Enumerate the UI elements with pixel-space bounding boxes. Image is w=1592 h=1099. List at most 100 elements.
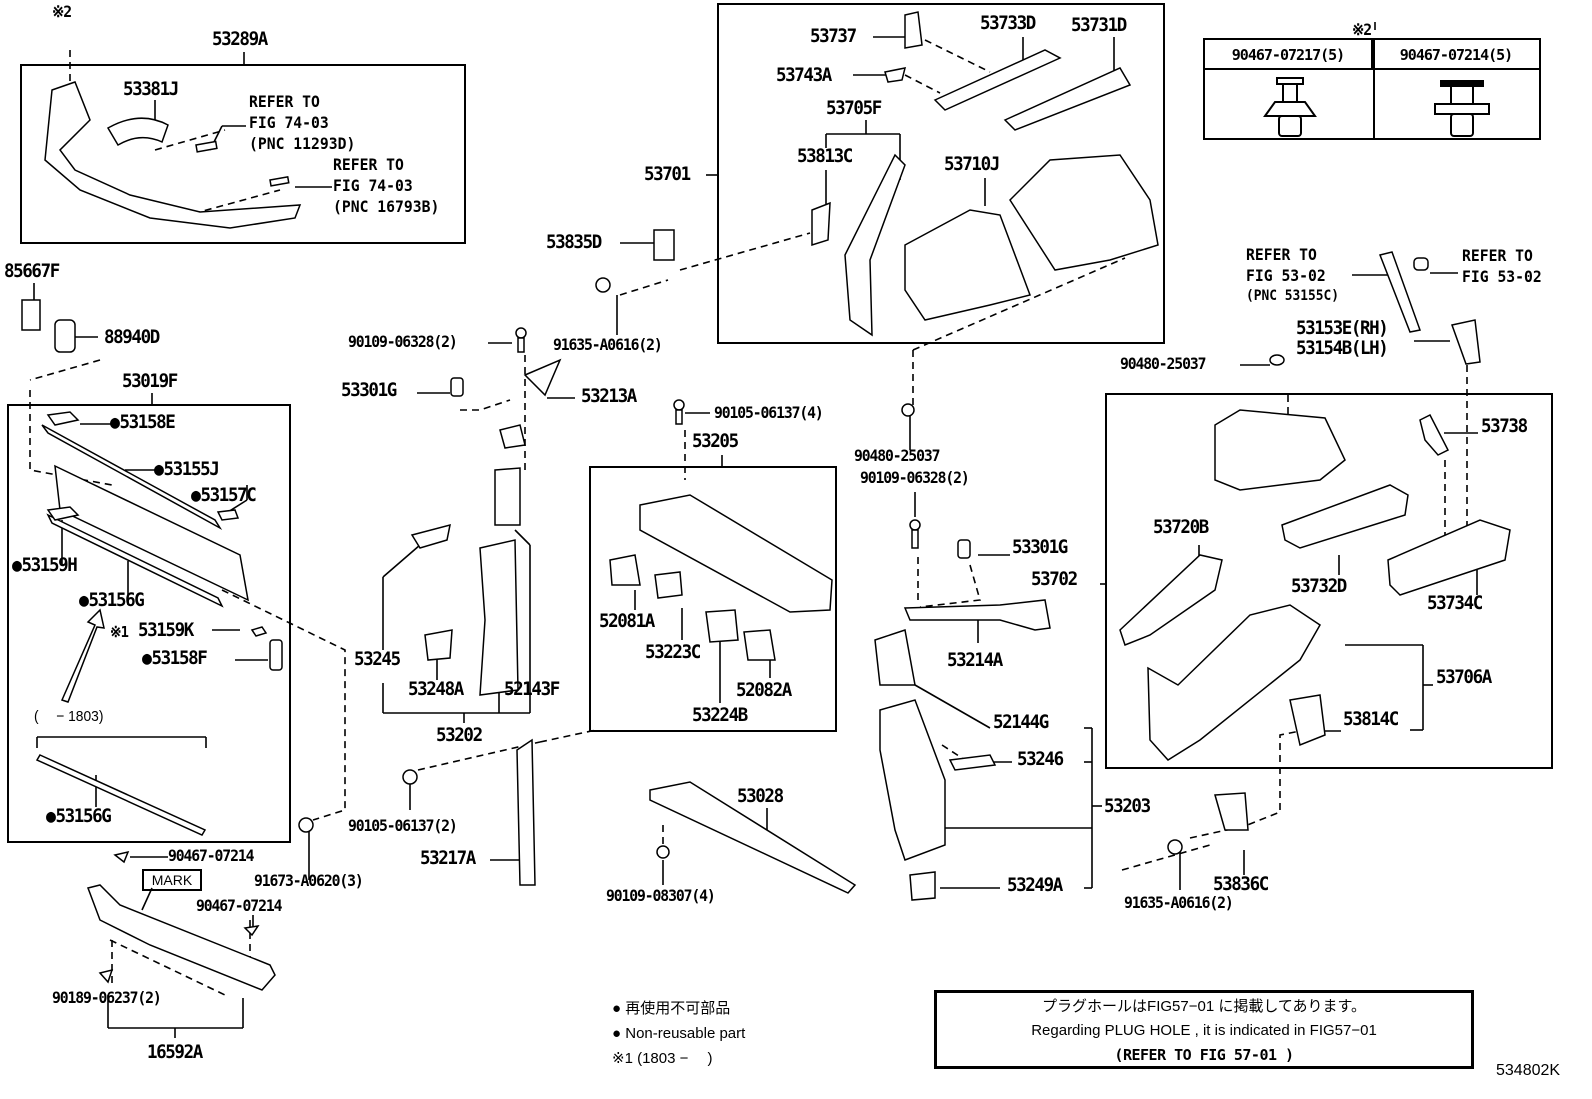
part-label-53737[interactable]: 53737 [810,25,857,47]
part-label-53814C[interactable]: 53814C [1343,708,1399,730]
part-label-53028[interactable]: 53028 [737,785,784,807]
part-label-53156G-early[interactable]: 53156G [46,807,112,826]
refer-line: FIG 53-02 [1246,266,1326,285]
refer-fig-74-03-pnc-11293D[interactable]: REFER TO FIG 74-03 (PNC 11293D) [249,91,355,154]
part-label-53702[interactable]: 53702 [1031,568,1078,590]
refer-fig-74-03-pnc-16793B[interactable]: REFER TO FIG 74-03 (PNC 16793B) [333,154,439,217]
part-label-53381J[interactable]: 53381J [123,78,179,100]
part-label-52144G[interactable]: 52144G [993,711,1049,733]
part-label-53214A[interactable]: 53214A [947,649,1003,671]
part-label-53246[interactable]: 53246 [1017,748,1064,770]
part-label-91673-A0620[interactable]: 91673-A0620(3) [254,871,364,890]
part-label-53836C[interactable]: 53836C [1213,873,1269,895]
part-label-53710J[interactable]: 53710J [944,153,1000,175]
part-label-53733D[interactable]: 53733D [980,12,1036,34]
filled-circle-icon: ● [612,1025,622,1042]
part-label-52082A[interactable]: 52082A [736,679,792,701]
clip-column-header[interactable]: 90467-07214(5) [1373,40,1539,70]
part-label-53159H[interactable]: 53159H [12,556,78,575]
refer-fig-53-02-pnc-53155C[interactable]: REFER TO FIG 53-02 (PNC 53155C) [1246,244,1339,307]
refer-fig-53-02[interactable]: REFER TO FIG 53-02 [1462,245,1542,287]
part-label-53248A[interactable]: 53248A [408,678,464,700]
part-label-90105-06137-4[interactable]: 90105-06137(4) [714,403,824,422]
part-label-16592A[interactable]: 16592A [147,1041,203,1063]
part-label-90109-08307[interactable]: 90109-08307(4) [606,886,716,905]
part-label-85667F[interactable]: 85667F [4,260,60,282]
refer-line: FIG 74-03 [249,113,329,132]
refer-line: REFER TO [1246,245,1317,264]
table-divider [1373,40,1375,138]
part-label-53289A[interactable]: 53289A [212,28,268,50]
part-label-53249A[interactable]: 53249A [1007,874,1063,896]
part-label-90109-06328-left[interactable]: 90109-06328(2) [348,332,458,351]
part-label-53701[interactable]: 53701 [644,163,691,185]
refer-line: (PNC 16793B) [333,197,440,216]
part-label-53154B-lh[interactable]: 53154B(LH) [1296,337,1389,359]
refer-line: (PNC 53155C) [1246,288,1340,304]
part-label-53158F[interactable]: 53158F [142,649,208,668]
refer-line: REFER TO [1462,246,1533,265]
plug-hole-note: プラグホールはFIG57−01 に掲載してあります。 Regarding PLU… [934,990,1474,1069]
part-label-88940D[interactable]: 88940D [104,326,160,348]
part-label-90105-06137-2[interactable]: 90105-06137(2) [348,816,458,835]
filled-circle-icon: ● [612,1000,622,1017]
part-label-90467-07214-lower[interactable]: 90467-07214 [196,896,282,915]
part-label-53217A[interactable]: 53217A [420,847,476,869]
clip-reference-table: 90467-07217(5) 90467-07214(5) [1203,38,1541,140]
note-2-table-marker: ※2 [1352,20,1372,39]
part-label-53153E-rh[interactable]: 53153E(RH) [1296,317,1389,339]
part-label-90480-25037-right[interactable]: 90480-25037 [1120,354,1206,373]
part-label-53731D[interactable]: 53731D [1071,14,1127,36]
push-clip-wide-head-icon [1263,77,1317,137]
part-label-53159K[interactable]: 53159K [138,619,194,641]
part-label-53720B[interactable]: 53720B [1153,516,1209,538]
legend-text-jp: 再使用不可部品 [625,1000,731,1017]
part-label-53301G-center[interactable]: 53301G [1012,536,1068,558]
part-label-53157C[interactable]: 53157C [191,486,257,505]
part-label-53835D[interactable]: 53835D [546,231,602,253]
part-label-53734C[interactable]: 53734C [1427,592,1483,614]
refer-line: FIG 53-02 [1462,267,1542,286]
part-label-53301G-left[interactable]: 53301G [341,379,397,401]
part-label-90109-06328-center[interactable]: 90109-06328(2) [860,468,970,487]
part-label-53706A[interactable]: 53706A [1436,666,1492,688]
part-label-53813C[interactable]: 53813C [797,145,853,167]
part-label-91635-A0616-left[interactable]: 91635-A0616(2) [553,335,663,354]
part-label-53158E[interactable]: 53158E [110,413,176,432]
legend: ● 再使用不可部品 ● Non-reusable part ※1 (1803 −… [612,996,745,1071]
legend-row-jp: ● 再使用不可部品 [612,996,745,1021]
legend-text-en: Non-reusable part [625,1025,746,1042]
part-label-53732D[interactable]: 53732D [1291,575,1347,597]
note-1-marker: ※1 [110,623,129,641]
clip-column-header[interactable]: 90467-07217(5) [1205,40,1373,70]
part-label-53155J[interactable]: 53155J [154,460,220,479]
note-line-jp: プラグホールはFIG57−01 に掲載してあります。 [1042,998,1366,1015]
part-label-53224B[interactable]: 53224B [692,704,748,726]
part-label-53019F[interactable]: 53019F [122,370,178,392]
part-label-91635-A0616-right[interactable]: 91635-A0616(2) [1124,893,1234,912]
part-label-90480-25037-center[interactable]: 90480-25037 [854,446,940,465]
part-label-53705F[interactable]: 53705F [826,97,882,119]
part-label-52081A[interactable]: 52081A [599,610,655,632]
part-label-53738[interactable]: 53738 [1481,415,1528,437]
part-label-53202[interactable]: 53202 [436,724,483,746]
part-label-53743A[interactable]: 53743A [776,64,832,86]
part-label-90467-07214-upper[interactable]: 90467-07214 [168,846,254,865]
refer-line: (PNC 11293D) [249,134,356,153]
part-label-90189-06237[interactable]: 90189-06237(2) [52,988,162,1007]
note-2-marker: ※2 [52,2,72,21]
part-label-53223C[interactable]: 53223C [645,641,701,663]
part-label-53203[interactable]: 53203 [1104,795,1151,817]
legend-note-1: ※1 (1803 − ) [612,1050,713,1067]
refer-line: REFER TO [333,155,404,174]
figure-number: 534802K [1496,1062,1561,1079]
part-label-53245[interactable]: 53245 [354,648,401,670]
note-refer-link[interactable]: (REFER TO FIG 57-01 ) [1114,1046,1294,1064]
mark-indicator: MARK [142,869,202,891]
part-label-53213A[interactable]: 53213A [581,385,637,407]
part-label-52143F[interactable]: 52143F [504,678,560,700]
part-label-53205[interactable]: 53205 [692,430,739,452]
part-label-53156G[interactable]: 53156G [79,591,145,610]
